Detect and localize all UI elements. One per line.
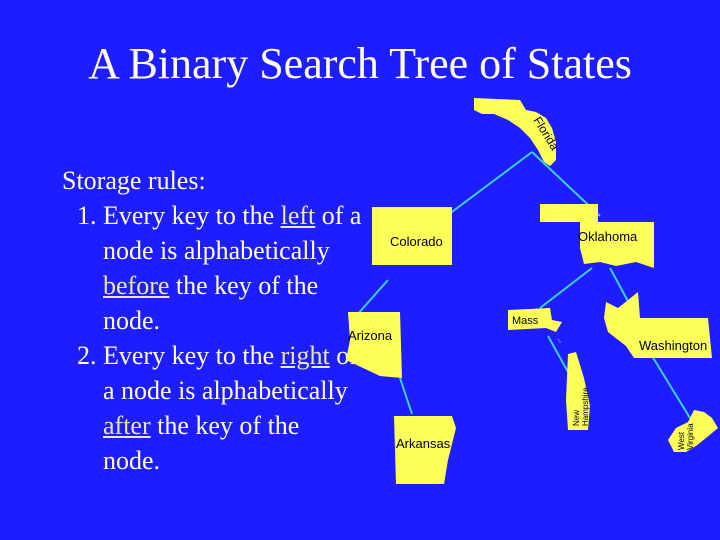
node-arkansas: Arkansas xyxy=(394,416,456,484)
node-washington: Washington xyxy=(604,292,712,358)
new-hampshire-label-1: New xyxy=(572,410,581,426)
rule-keyword-before: before xyxy=(103,271,170,300)
node-oklahoma: Oklahoma xyxy=(540,204,654,268)
node-mass: Mass ∙∙ xyxy=(508,308,565,345)
new-hampshire-shape xyxy=(566,352,590,430)
edge-washington-westvirginia xyxy=(651,355,691,419)
arkansas-label: Arkansas xyxy=(396,436,451,451)
edge-mass-newhampshire xyxy=(547,335,569,373)
arizona-shape xyxy=(346,312,402,378)
node-west-virginia: West Virginia xyxy=(668,410,718,452)
washington-label: Washington xyxy=(639,338,707,353)
node-arizona: Arizona xyxy=(346,312,402,378)
west-virginia-label-2: Virginia xyxy=(686,423,695,450)
rule-keyword-right: right xyxy=(280,341,330,370)
west-virginia-label-1: West xyxy=(677,431,686,450)
florida-shape xyxy=(474,98,556,166)
edge-colorado-arizona xyxy=(355,279,389,317)
node-new-hampshire: New Hampshire xyxy=(566,352,590,430)
node-colorado: Colorado xyxy=(372,207,452,265)
rule-text: Every key to the xyxy=(103,341,275,370)
rule-keyword-after: after xyxy=(103,411,151,440)
arkansas-shape xyxy=(394,416,456,484)
edge-oklahoma-mass xyxy=(539,267,593,309)
rules-list: Every key to the left of a node is alpha… xyxy=(62,198,362,478)
colorado-label: Colorado xyxy=(390,234,443,249)
node-florida: Florida xyxy=(474,98,562,166)
rule-item-left: Every key to the left of a node is alpha… xyxy=(103,198,362,338)
slide-title: A Binary Search Tree of States xyxy=(88,39,632,88)
storage-rules: Storage rules: Every key to the left of … xyxy=(62,163,362,478)
oklahoma-label: Oklahoma xyxy=(578,229,638,244)
rule-keyword-left: left xyxy=(280,201,316,230)
new-hampshire-label-2: Hampshire xyxy=(581,387,590,426)
rule-item-right: Every key to the right of a node is alph… xyxy=(103,338,362,478)
rule-text: the key of the node. xyxy=(103,271,319,335)
tree-edges xyxy=(355,151,691,419)
oklahoma-shape xyxy=(540,204,654,268)
rule-text: of a node is alphabetically xyxy=(103,201,362,265)
edge-arizona-arkansas xyxy=(399,377,413,415)
rules-heading: Storage rules: xyxy=(62,166,206,195)
mass-shape xyxy=(508,308,562,332)
west-virginia-shape xyxy=(668,410,718,452)
washington-shape xyxy=(604,292,712,358)
colorado-shape xyxy=(372,207,452,265)
rule-text: the key of the node. xyxy=(103,411,300,475)
rule-text: of a node is alphabetically xyxy=(103,341,358,405)
mass-label: Mass xyxy=(512,315,539,327)
rule-text: Every key to the xyxy=(103,201,275,230)
islands-mark: ∙∙ xyxy=(554,336,565,345)
arizona-label: Arizona xyxy=(348,328,393,343)
